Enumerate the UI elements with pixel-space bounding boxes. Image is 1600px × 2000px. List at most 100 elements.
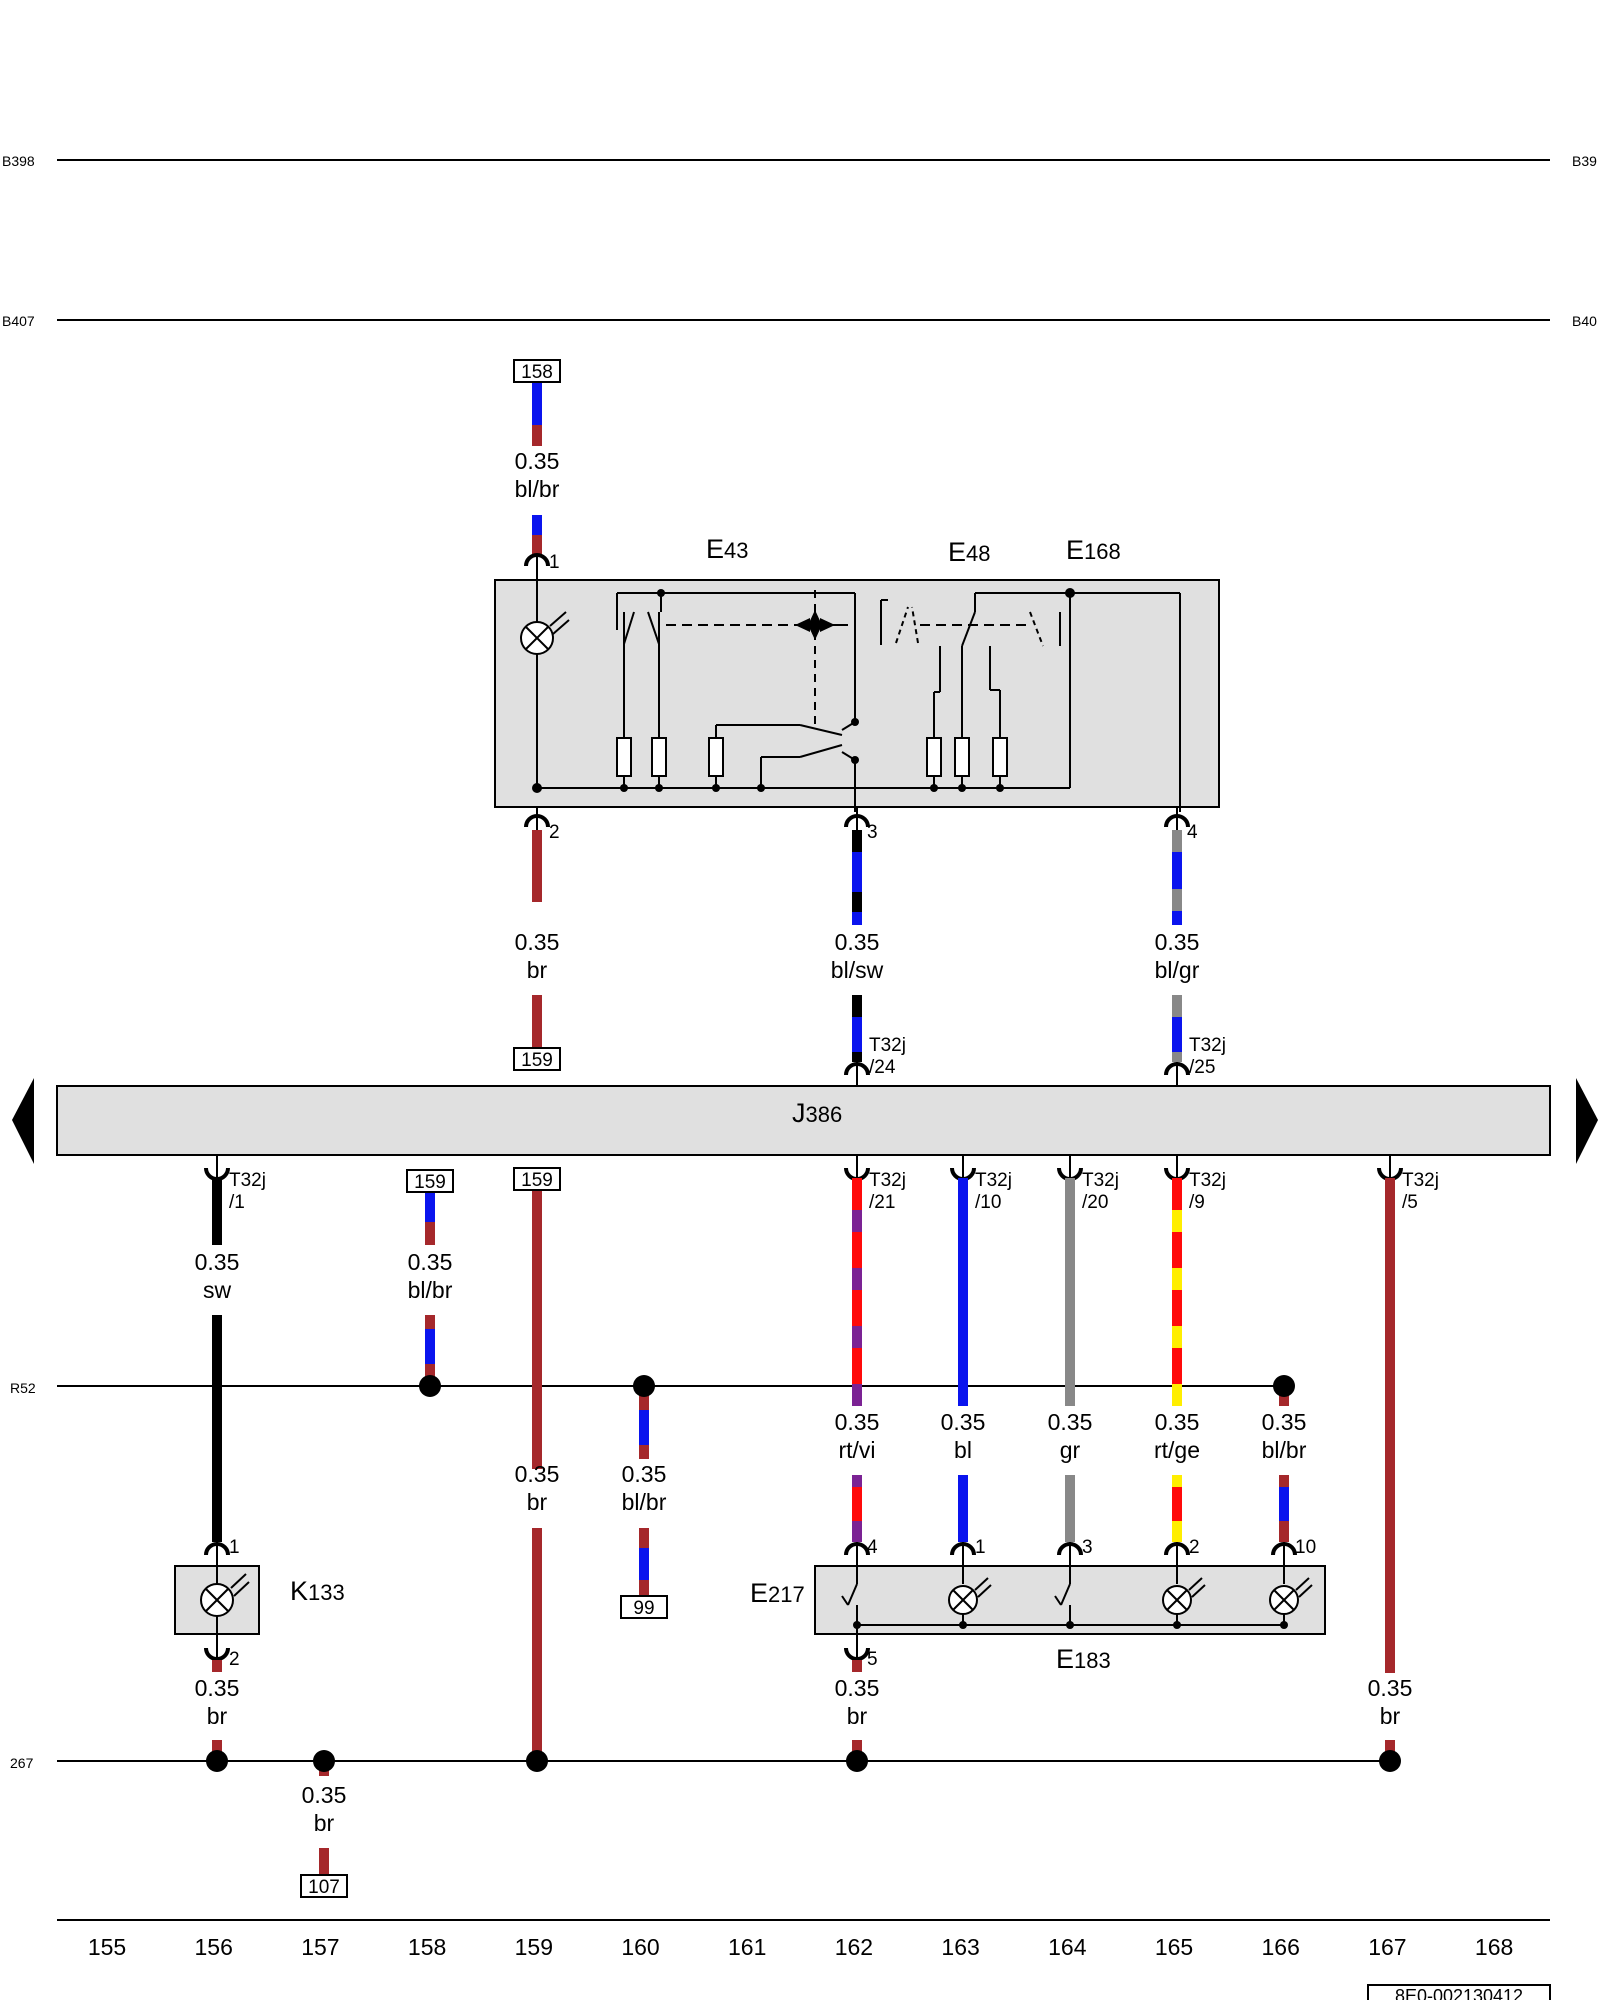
pin-label: 2 bbox=[1189, 1537, 1200, 1558]
wire-segment bbox=[852, 1660, 862, 1672]
wire-segment bbox=[425, 1222, 435, 1245]
rail-label-267: 267 bbox=[10, 1755, 34, 1771]
column-number: 166 bbox=[1262, 1934, 1300, 1960]
wire-segment bbox=[1172, 1052, 1182, 1062]
pin-label: 4 bbox=[867, 1537, 878, 1558]
ref-box-159[interactable] bbox=[513, 1047, 561, 1071]
wire-segment bbox=[532, 515, 542, 535]
connector-pin-label: /1 bbox=[229, 1192, 245, 1213]
page-right-arrow-icon[interactable] bbox=[1576, 1078, 1598, 1164]
wire-segment bbox=[852, 1348, 862, 1384]
ref-box-158[interactable] bbox=[513, 359, 561, 383]
wire-segment bbox=[1172, 1487, 1182, 1521]
pin-label: 3 bbox=[1082, 1537, 1093, 1558]
rail-label-b407-right: B40 bbox=[1572, 313, 1597, 329]
wire-color-157: br bbox=[314, 1810, 335, 1836]
wire-gauge-163: 0.35 bbox=[941, 1409, 986, 1435]
wire-segment bbox=[1279, 1392, 1289, 1406]
wire-segment bbox=[639, 1410, 649, 1445]
wire-gauge-157: 0.35 bbox=[302, 1782, 347, 1808]
wire-segment bbox=[532, 535, 542, 555]
wire-segment bbox=[852, 1521, 862, 1542]
wire-color-162: rt/vi bbox=[838, 1437, 875, 1463]
ref-box-159-b[interactable] bbox=[513, 1167, 561, 1191]
wire-segment bbox=[852, 1475, 862, 1487]
component-label-j386: J386 bbox=[792, 1098, 842, 1128]
wire-segment bbox=[852, 852, 862, 892]
wire-segment bbox=[532, 383, 542, 425]
wire-segment bbox=[852, 995, 862, 1017]
connector-label: T32j bbox=[869, 1170, 906, 1191]
wire-color-top: bl/br bbox=[515, 476, 560, 502]
ref-box-159-a[interactable] bbox=[406, 1169, 454, 1193]
wire-color-160: bl/br bbox=[622, 1489, 667, 1515]
wire-segment bbox=[852, 1017, 862, 1052]
rail-label-r52: R52 bbox=[10, 1380, 36, 1396]
wire-segment bbox=[1172, 889, 1182, 911]
connector-label: T32j bbox=[869, 1035, 906, 1056]
switch-internals bbox=[520, 580, 1181, 812]
wire-segment bbox=[425, 1193, 435, 1222]
wire-segment bbox=[1172, 1348, 1182, 1384]
pin-label: 1 bbox=[229, 1537, 240, 1558]
wire-segment bbox=[852, 1210, 862, 1232]
wire-gauge-164: 0.35 bbox=[1048, 1409, 1093, 1435]
connector-pin-label: /9 bbox=[1189, 1192, 1205, 1213]
wire-color-p3: bl/sw bbox=[831, 957, 884, 983]
wire-segment bbox=[1065, 1475, 1075, 1542]
pin-label: 4 bbox=[1187, 822, 1198, 843]
ref-box-107[interactable] bbox=[300, 1874, 348, 1898]
junction-dots bbox=[532, 588, 1075, 793]
wire-segment bbox=[639, 1392, 649, 1410]
wire-color-166: bl/br bbox=[1262, 1437, 1307, 1463]
ref-label-107: 107 bbox=[308, 1877, 340, 1898]
wire-gauge-162: 0.35 bbox=[835, 1409, 880, 1435]
pin-label: 2 bbox=[549, 822, 560, 843]
page-left-arrow-icon[interactable] bbox=[12, 1078, 34, 1164]
wire-gauge-k133: 0.35 bbox=[195, 1675, 240, 1701]
wire-segment bbox=[1172, 1017, 1182, 1052]
ref-box-99[interactable] bbox=[620, 1595, 668, 1619]
column-number: 160 bbox=[621, 1934, 659, 1960]
wire-color-165: rt/ge bbox=[1154, 1437, 1200, 1463]
wire-segment bbox=[319, 1848, 329, 1875]
connector-label: T32j bbox=[1189, 1035, 1226, 1056]
connector-label: T32j bbox=[1402, 1170, 1439, 1191]
wire-segment bbox=[1385, 1178, 1395, 1673]
ref-label-158: 158 bbox=[521, 362, 553, 383]
wire-segment bbox=[532, 425, 542, 446]
component-label-e168: E168 bbox=[1066, 535, 1121, 565]
pin-label: 3 bbox=[867, 822, 878, 843]
pin-label: 10 bbox=[1295, 1537, 1316, 1558]
connector-pin-label: /21 bbox=[869, 1192, 895, 1213]
arrow-icon bbox=[808, 625, 822, 640]
wire-segment bbox=[852, 1487, 862, 1521]
control-unit-j386[interactable] bbox=[56, 1085, 1551, 1156]
wire-color-163: bl bbox=[954, 1437, 972, 1463]
wire-segment bbox=[1172, 830, 1182, 852]
column-number: 157 bbox=[301, 1934, 339, 1960]
wire-segment bbox=[958, 1475, 968, 1542]
wire-gauge-158: 0.35 bbox=[408, 1249, 453, 1275]
wire-segment bbox=[1172, 1290, 1182, 1326]
rail-label-b398: B398 bbox=[2, 153, 35, 169]
wire-segment bbox=[852, 1178, 862, 1210]
wire-color-e183: br bbox=[847, 1703, 868, 1729]
wire-segment bbox=[852, 1326, 862, 1348]
wire-color-p4: bl/gr bbox=[1155, 957, 1200, 983]
arrow-icon bbox=[795, 618, 810, 632]
wire-segment bbox=[1172, 1210, 1182, 1232]
wire-segment bbox=[1172, 1326, 1182, 1348]
wire-gauge-165: 0.35 bbox=[1155, 1409, 1200, 1435]
wire-segment bbox=[852, 830, 862, 852]
column-number: 167 bbox=[1368, 1934, 1406, 1960]
connector-label: T32j bbox=[1082, 1170, 1119, 1191]
ref-label-99: 99 bbox=[633, 1598, 654, 1619]
switch-module-e43[interactable] bbox=[494, 579, 1220, 808]
rail-label-b398-right: B39 bbox=[1572, 153, 1597, 169]
wire-segment bbox=[212, 1315, 222, 1542]
wire-color-158: bl/br bbox=[408, 1277, 453, 1303]
wire-segment bbox=[1279, 1521, 1289, 1542]
wire-segment bbox=[532, 830, 542, 902]
